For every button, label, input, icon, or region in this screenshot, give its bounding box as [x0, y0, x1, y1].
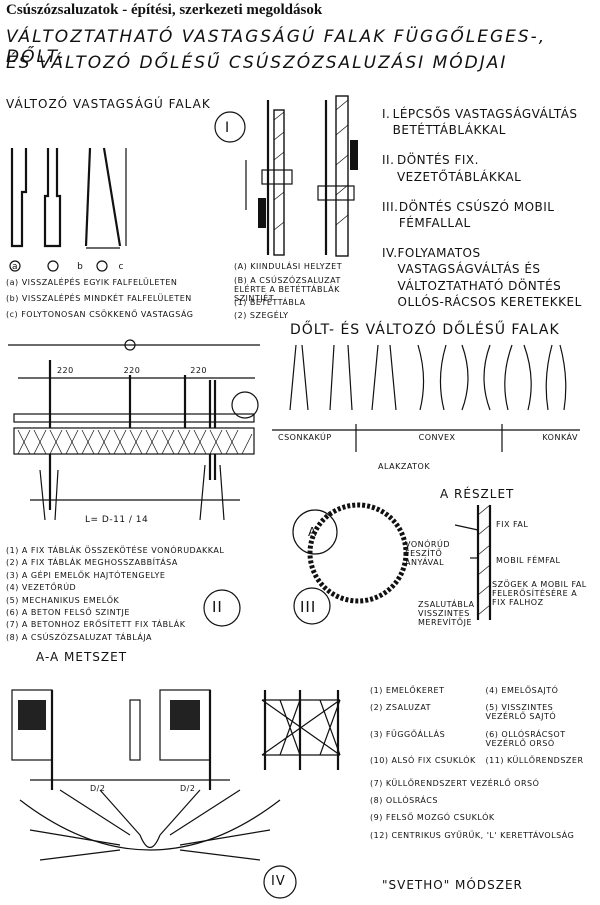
wall-letters: a b c — [12, 262, 124, 272]
legend-item: (7) KÜLLŐRENDSZERT VEZÉRLŐ ORSÓ — [370, 779, 540, 788]
legend-item: (c) FOLYTONOSAN CSÖKKENŐ VASTAGSÁG — [6, 310, 194, 320]
detail-label-a: (A) KIINDULÁSI HELYZET — [234, 262, 343, 271]
legend-item: (5) MECHANIKUS EMELŐK — [6, 595, 120, 605]
method-list: I.LÉPCSŐS VASTAGSÁGVÁLTÁS BETÉTTÁBLÁKKAL… — [382, 106, 594, 310]
legend-item: (4) VEZETŐRÚD — [6, 583, 77, 593]
legend-item: (8) A CSÚSZÓZSALUZAT TÁBLÁJA — [6, 632, 153, 642]
heading-line-2: ÉS VÁLTOZÓ DŐLÉSŰ CSÚSZÓZSALUZÁSI MÓDJAI — [6, 53, 508, 73]
dim-value: 220 — [123, 366, 141, 375]
dim-value: 220 — [56, 366, 74, 375]
tilted-wall-shapes — [272, 344, 580, 452]
section2-drawing — [8, 339, 260, 627]
detail-drawing-2 — [317, 95, 358, 257]
section1-marker: I — [225, 120, 231, 136]
legend-item: (2) SZEGÉLY — [234, 311, 289, 321]
section1-legend: (a) VISSZALÉPÉS EGYIK FALFELÜLETEN (b) V… — [6, 278, 231, 320]
section2-marker-circle-b — [231, 391, 259, 419]
detail-legend: (1) BETÉTTÁBLA (2) SZEGÉLY — [234, 298, 364, 320]
legend-item: (1) A FIX TÁBLÁK ÖSSZEKÖTÉSE VONÓRUDAKKA… — [6, 546, 225, 555]
legend-item: (4) EMELŐSAJTÓ — [485, 686, 559, 695]
half-label-left: D/2 — [90, 784, 106, 793]
section4-legend-2: (7) KÜLLŐRENDSZERT VEZÉRLŐ ORSÓ (8) OLLÓ… — [370, 778, 590, 841]
legend-item: (8) OLLÓSRÁCS — [370, 796, 438, 806]
section1-marker-circle — [214, 111, 246, 143]
section4-marker-circle — [263, 865, 297, 899]
legend-item: (7) A BETONHOZ ERŐSÍTETT FIX TÁBLÁK — [6, 620, 186, 630]
legend-item: (11) KÜLLŐRENDSZER — [485, 755, 584, 765]
shape-group-label: CONVEX — [418, 433, 456, 442]
shape-group-label: KONKÁV — [542, 433, 578, 442]
legend-item: (12) CENTRIKUS GYŰRŰK, 'L' KERETTÁVOLSÁG — [370, 830, 575, 840]
wall-profile-c — [84, 147, 127, 249]
detail-title: A RÉSZLET — [440, 487, 515, 501]
section4-frames — [11, 689, 341, 899]
section2-legend: (1) A FIX TÁBLÁK ÖSSZEKÖTÉSE VONÓRUDAKKA… — [6, 545, 246, 644]
shape-groups: CSONKAKÚP CONVEX KONKÁV — [278, 433, 578, 442]
section2-marker: II — [212, 598, 223, 616]
legend-item: (1) EMELŐKERET — [370, 686, 445, 695]
legend-item: (1) BETÉTTÁBLA — [234, 298, 306, 307]
method-item: III.DÖNTÉS CSÚSZÓ MOBIL FÉMFALLAL — [382, 199, 555, 230]
detail-drawing-1 — [245, 100, 293, 256]
circle-label: A — [308, 525, 317, 539]
section4-legend: (1) EMELŐKERET (4) EMELŐSAJTÓ (2) ZSALUZ… — [370, 686, 595, 765]
wall-letter-b: b — [77, 262, 84, 272]
dim-value: 220 — [190, 366, 208, 375]
legend-item: (10) ALSÓ FIX CSUKLÓK — [370, 755, 476, 765]
section2-marker-circle — [203, 589, 241, 627]
shape-caption: ALAKZATOK — [378, 462, 431, 471]
callout-vonorud: VONÓRÚD FESZÍTŐ ANYÁVAL — [405, 540, 450, 568]
legend-item: (2) A FIX TÁBLÁK MEGHOSSZABBÍTÁSA — [6, 558, 178, 568]
heading-line-1: VÁLTOZTATHATÓ VASTAGSÁGÚ FALAK FÜGGŐLEGE… — [6, 27, 547, 67]
legend-item: (a) VISSZALÉPÉS EGYIK FALFELÜLETEN — [6, 278, 178, 287]
section1-title: VÁLTOZÓ VASTAGSÁGÚ FALAK — [6, 97, 211, 111]
legend-item: (2) ZSALUZAT — [370, 703, 432, 713]
section3-title: DŐLT- ÉS VÁLTOZÓ DŐLÉSŰ FALAK — [290, 322, 560, 338]
section3-marker-circle — [293, 587, 331, 625]
wall-letter-markers — [9, 260, 108, 272]
legend-item: (5) VISSZINTES VEZÉRLŐ SAJTÓ — [485, 703, 557, 722]
section2-title: A-A METSZET — [36, 650, 128, 664]
section4-marker: IV — [271, 874, 286, 889]
legend-item: (3) FÜGGŐÁLLÁS — [370, 729, 446, 739]
legend-item: (3) A GÉPI EMELŐK HAJTÓTENGELYE — [6, 570, 166, 580]
method-name: "SVETHO" MÓDSZER — [382, 878, 523, 892]
method-item: I.LÉPCSŐS VASTAGSÁGVÁLTÁS BETÉTTÁBLÁKKAL — [382, 107, 578, 138]
legend-item: (9) FELSŐ MOZGÓ CSUKLÓK — [370, 813, 495, 823]
legend-item: (6) OLLÓSRÁCSOT VEZÉRLŐ ORSÓ — [485, 729, 566, 748]
detail-label-b: (B) A CSÚSZÓZSALUZAT ELÉRTE A BETÉTTÁBLÁ… — [234, 276, 341, 304]
callout-mobil: MOBIL FÉMFAL — [496, 556, 561, 565]
section2-formula: L= D-11 / 14 — [85, 515, 149, 525]
legend-item: (6) A BETON FELSŐ SZINTJE — [6, 607, 130, 617]
wall-profile-b — [43, 148, 62, 248]
wall-profile-a — [10, 148, 28, 248]
ring-formwork — [292, 502, 409, 625]
method-item: II.DÖNTÉS FIX. VEZETŐTÁBLÁKKAL — [382, 153, 522, 184]
section3-marker: III — [300, 598, 317, 616]
method-item: IV.FOLYAMATOS VASTAGSÁGVÁLTÁS ÉS VÁLTOZT… — [382, 246, 582, 309]
half-label-right: D/2 — [180, 784, 196, 793]
legend-item: (b) VISSZALÉPÉS MINDKÉT FALFELÜLETEN — [6, 294, 192, 304]
shape-group-label: CSONKAKÚP — [278, 433, 332, 442]
wall-letter-a: a — [12, 262, 19, 272]
section2-dims: 220 220 220 — [32, 366, 232, 375]
callout-fix-fal: FIX FAL — [496, 520, 529, 529]
wall-letter-c: c — [118, 262, 124, 272]
page-title: Csúszózsaluzatok - építési, szerkezeti m… — [6, 2, 323, 18]
callout-szogek: SZÖGEK A MOBIL FAL FELERŐSÍTÉSÉRE A FIX … — [492, 580, 587, 608]
callout-zsalutabla: ZSALUTÁBLA VISSZINTES MEREVÍTŐJE — [418, 600, 475, 628]
detail-A — [454, 504, 492, 620]
